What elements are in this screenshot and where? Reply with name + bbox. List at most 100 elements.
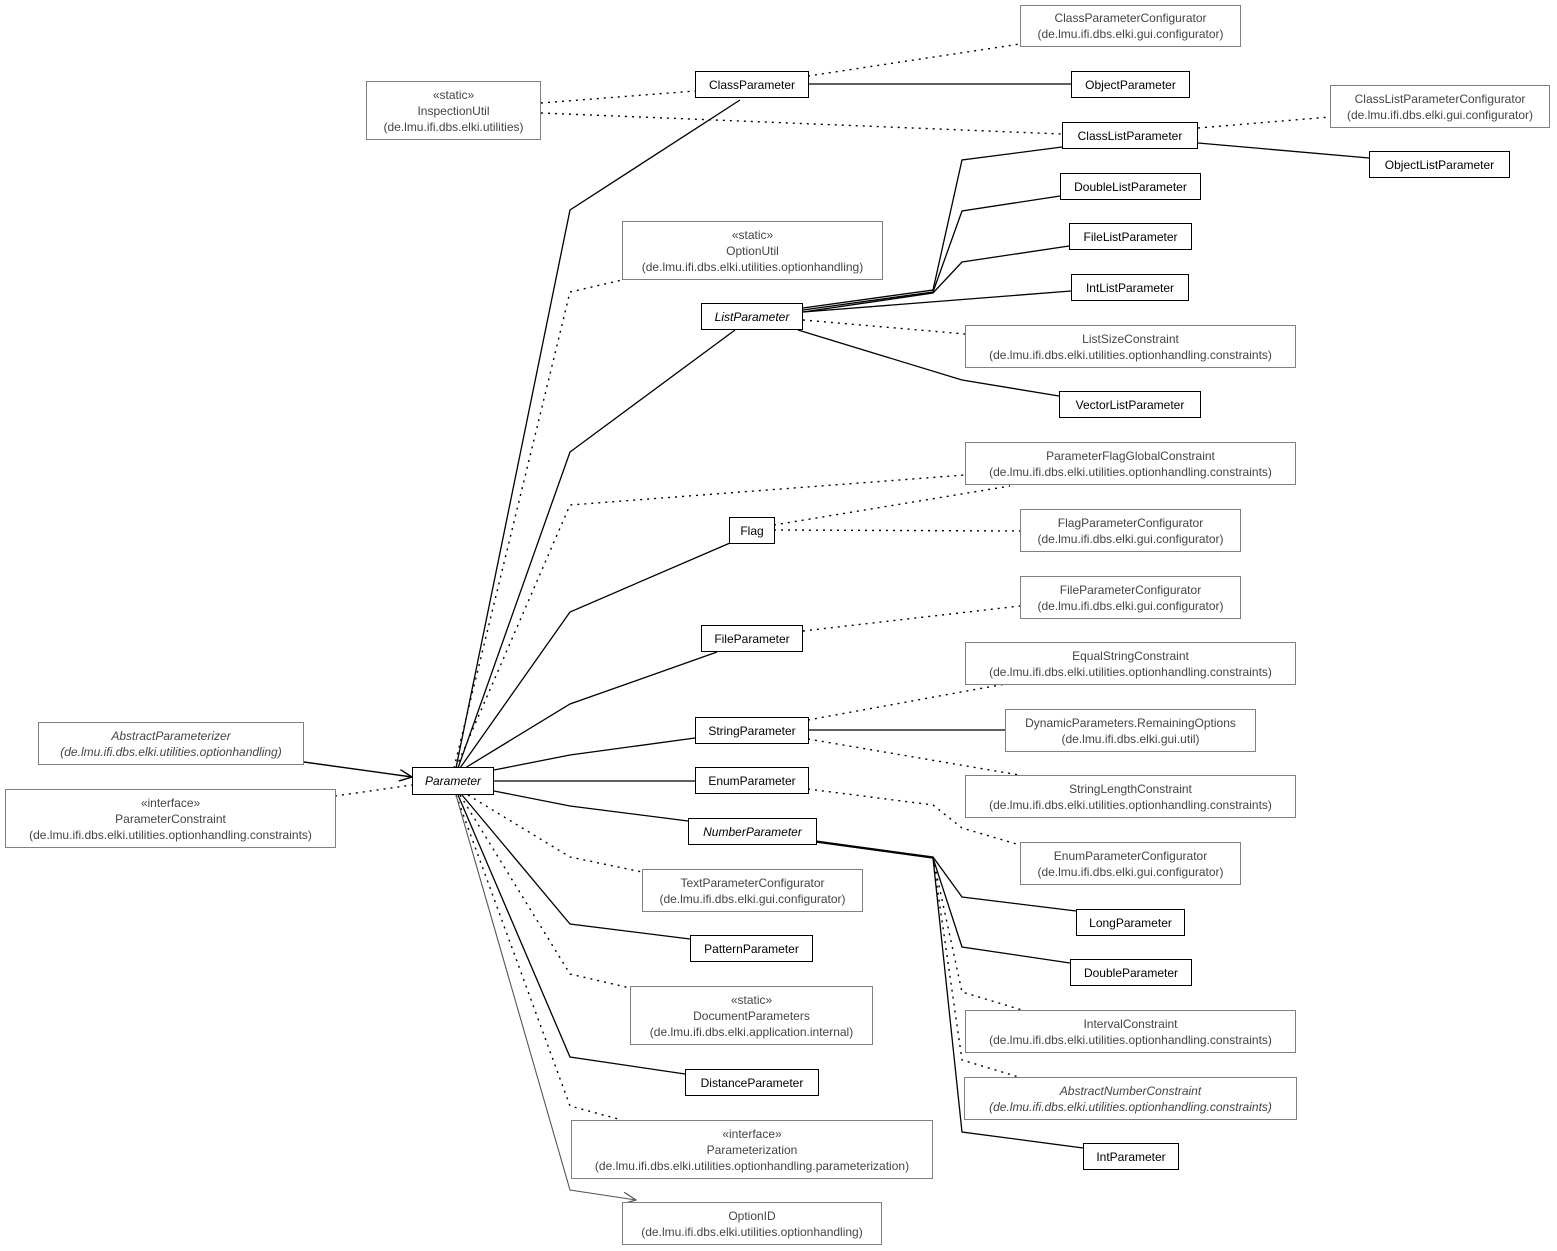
node-parameter[interactable]: Parameter xyxy=(412,767,494,795)
node-string-parameter[interactable]: StringParameter xyxy=(695,717,809,744)
node-name: EnumParameter xyxy=(708,773,796,788)
edge-listparameter-intlistparameter xyxy=(802,290,1072,313)
node-equal-string-constraint[interactable]: EqualStringConstraint (de.lmu.ifi.dbs.el… xyxy=(965,642,1296,685)
node-int-parameter[interactable]: IntParameter xyxy=(1083,1143,1179,1170)
node-number-parameter[interactable]: NumberParameter xyxy=(688,818,817,845)
node-stereotype: «static» xyxy=(731,227,774,242)
edge-stringparameter-equalstringconstraint xyxy=(807,683,1006,721)
node-package: (de.lmu.ifi.dbs.elki.gui.configurator) xyxy=(1037,27,1224,41)
node-name: ClassParameter xyxy=(708,77,796,92)
edge-flag-pfgconstraint xyxy=(773,485,1011,526)
node-name: EnumParameterConfigurator xyxy=(1053,848,1208,863)
edge-parameter-documentparameters xyxy=(459,794,631,989)
edge-parameter-classparameter xyxy=(455,99,741,769)
node-object-list-parameter[interactable]: ObjectListParameter xyxy=(1369,151,1510,178)
node-name: DoubleListParameter xyxy=(1074,179,1187,194)
node-vector-list-parameter[interactable]: VectorListParameter xyxy=(1059,391,1201,418)
node-option-id[interactable]: OptionID (de.lmu.ifi.dbs.elki.utilities.… xyxy=(622,1202,882,1245)
node-name: StringLengthConstraint xyxy=(1069,781,1192,796)
node-class-list-parameter-configurator[interactable]: ClassListParameterConfigurator (de.lmu.i… xyxy=(1330,85,1550,128)
node-package: (de.lmu.ifi.dbs.elki.gui.configurator) xyxy=(1037,864,1224,879)
node-parameter-flag-global-constraint[interactable]: ParameterFlagGlobalConstraint (de.lmu.if… xyxy=(965,442,1296,485)
node-double-list-parameter[interactable]: DoubleListParameter xyxy=(1060,173,1201,200)
node-distance-parameter[interactable]: DistanceParameter xyxy=(685,1069,819,1096)
node-class-parameter[interactable]: ClassParameter xyxy=(695,71,809,98)
node-package: (de.lmu.ifi.dbs.elki.utilities) xyxy=(383,119,524,134)
node-abstract-parameterizer[interactable]: AbstractParameterizer (de.lmu.ifi.dbs.el… xyxy=(38,722,304,765)
node-enum-parameter[interactable]: EnumParameter xyxy=(695,767,809,794)
node-file-parameter-configurator[interactable]: FileParameterConfigurator (de.lmu.ifi.db… xyxy=(1020,576,1241,619)
edge-stringparameter-stringlengthconstraint xyxy=(807,738,1026,777)
node-pattern-parameter[interactable]: PatternParameter xyxy=(690,935,813,962)
edge-flag-flagconfigurator xyxy=(773,529,1021,532)
node-parameter-constraint[interactable]: «interface» ParameterConstraint (de.lmu.… xyxy=(5,789,336,848)
node-name: VectorListParameter xyxy=(1075,397,1185,412)
edge-listparameter-classlistparameter xyxy=(802,146,1063,309)
node-double-parameter[interactable]: DoubleParameter xyxy=(1070,959,1192,986)
edge-listparameter-doublelistparameter xyxy=(802,195,1061,311)
edge-numberparameter-intparameter xyxy=(815,841,1084,1149)
node-name: OptionID xyxy=(728,1208,776,1223)
node-class-list-parameter[interactable]: ClassListParameter xyxy=(1062,122,1198,149)
node-abstract-number-constraint[interactable]: AbstractNumberConstraint (de.lmu.ifi.dbs… xyxy=(964,1077,1297,1120)
node-name: FileParameter xyxy=(714,631,790,646)
node-list-size-constraint[interactable]: ListSizeConstraint (de.lmu.ifi.dbs.elki.… xyxy=(965,325,1296,368)
node-package: (de.lmu.ifi.dbs.elki.utilities.optionhan… xyxy=(989,797,1272,812)
node-text-parameter-configurator[interactable]: TextParameterConfigurator (de.lmu.ifi.db… xyxy=(642,869,863,912)
edge-listparameter-vectorlistparameter xyxy=(797,329,1060,397)
node-file-list-parameter[interactable]: FileListParameter xyxy=(1069,223,1192,250)
node-name: FileListParameter xyxy=(1083,229,1178,244)
edge-classlistparameter-configurator xyxy=(1197,116,1331,129)
node-interval-constraint[interactable]: IntervalConstraint (de.lmu.ifi.dbs.elki.… xyxy=(965,1010,1296,1053)
node-object-parameter[interactable]: ObjectParameter xyxy=(1071,71,1190,98)
node-list-parameter[interactable]: ListParameter xyxy=(701,303,803,330)
node-file-parameter[interactable]: FileParameter xyxy=(701,625,803,652)
node-package: (de.lmu.ifi.dbs.elki.utilities.optionhan… xyxy=(60,744,282,759)
edge-parameter-fileparameter xyxy=(464,651,718,769)
node-name: LongParameter xyxy=(1089,915,1172,930)
node-package: (de.lmu.ifi.dbs.elki.gui.configurator) xyxy=(1037,531,1224,546)
node-string-length-constraint[interactable]: StringLengthConstraint (de.lmu.ifi.dbs.e… xyxy=(965,775,1296,818)
node-dynamic-parameters-remaining-options[interactable]: DynamicParameters.RemainingOptions (de.l… xyxy=(1005,709,1256,752)
node-package: (de.lmu.ifi.dbs.elki.gui.configurator) xyxy=(1346,107,1534,122)
node-long-parameter[interactable]: LongParameter xyxy=(1076,909,1185,936)
node-package: (de.lmu.ifi.dbs.elki.utilities.optionhan… xyxy=(989,1099,1272,1114)
node-name: IntParameter xyxy=(1096,1149,1166,1164)
node-flag[interactable]: Flag xyxy=(729,517,775,544)
node-name: StringParameter xyxy=(708,723,796,738)
node-inspection-util[interactable]: «static» InspectionUtil (de.lmu.ifi.dbs.… xyxy=(366,81,541,140)
node-package: (de.lmu.ifi.dbs.elki.application.interna… xyxy=(649,1024,854,1039)
node-name: PatternParameter xyxy=(704,941,799,956)
edge-classlistparameter-objectlistparameter xyxy=(1197,142,1370,159)
node-package: (de.lmu.ifi.dbs.elki.gui.configurator) xyxy=(1037,598,1224,613)
edge-parameter-listparameter xyxy=(457,329,736,769)
node-name: ParameterConstraint xyxy=(115,811,226,826)
node-enum-parameter-configurator[interactable]: EnumParameterConfigurator (de.lmu.ifi.db… xyxy=(1020,842,1241,885)
node-package: (de.lmu.ifi.dbs.elki.gui.configurator) xyxy=(659,891,846,906)
node-name: TextParameterConfigurator xyxy=(680,875,825,890)
node-parameterization[interactable]: «interface» Parameterization (de.lmu.ifi… xyxy=(571,1120,933,1179)
node-name: AbstractParameterizer xyxy=(111,728,231,743)
edge-parameter-patternparameter xyxy=(461,794,691,940)
node-package: (de.lmu.ifi.dbs.elki.utilities.optionhan… xyxy=(989,664,1272,679)
node-name: DistanceParameter xyxy=(700,1075,804,1090)
node-class-parameter-configurator[interactable]: ClassParameterConfigurator (de.lmu.ifi.d… xyxy=(1020,5,1241,47)
edge-parameter-textconfigurator xyxy=(467,794,643,873)
node-package: (de.lmu.ifi.dbs.elki.utilities.optionhan… xyxy=(989,464,1272,479)
node-name: DynamicParameters.RemainingOptions xyxy=(1025,715,1236,730)
edge-parameter-distanceparameter xyxy=(457,794,686,1075)
node-name: AbstractNumberConstraint xyxy=(1059,1083,1202,1098)
edge-classparameter-configurator xyxy=(807,43,1021,77)
edge-inspectionutil-classparameter xyxy=(540,90,696,104)
node-flag-parameter-configurator[interactable]: FlagParameterConfigurator (de.lmu.ifi.db… xyxy=(1020,509,1241,552)
edge-listparameter-listsizeconstraint xyxy=(802,319,966,335)
edge-inspectionutil-classlistparameter xyxy=(540,112,1063,135)
node-option-util[interactable]: «static» OptionUtil (de.lmu.ifi.dbs.elki… xyxy=(622,221,883,280)
node-int-list-parameter[interactable]: IntListParameter xyxy=(1071,274,1189,301)
node-document-parameters[interactable]: «static» DocumentParameters (de.lmu.ifi.… xyxy=(630,986,873,1045)
node-name: ParameterFlagGlobalConstraint xyxy=(1046,448,1215,463)
node-package: (de.lmu.ifi.dbs.elki.utilities.optionhan… xyxy=(641,1224,863,1239)
node-name: FileParameterConfigurator xyxy=(1059,582,1202,597)
edge-parameter-optionutil xyxy=(453,279,623,769)
